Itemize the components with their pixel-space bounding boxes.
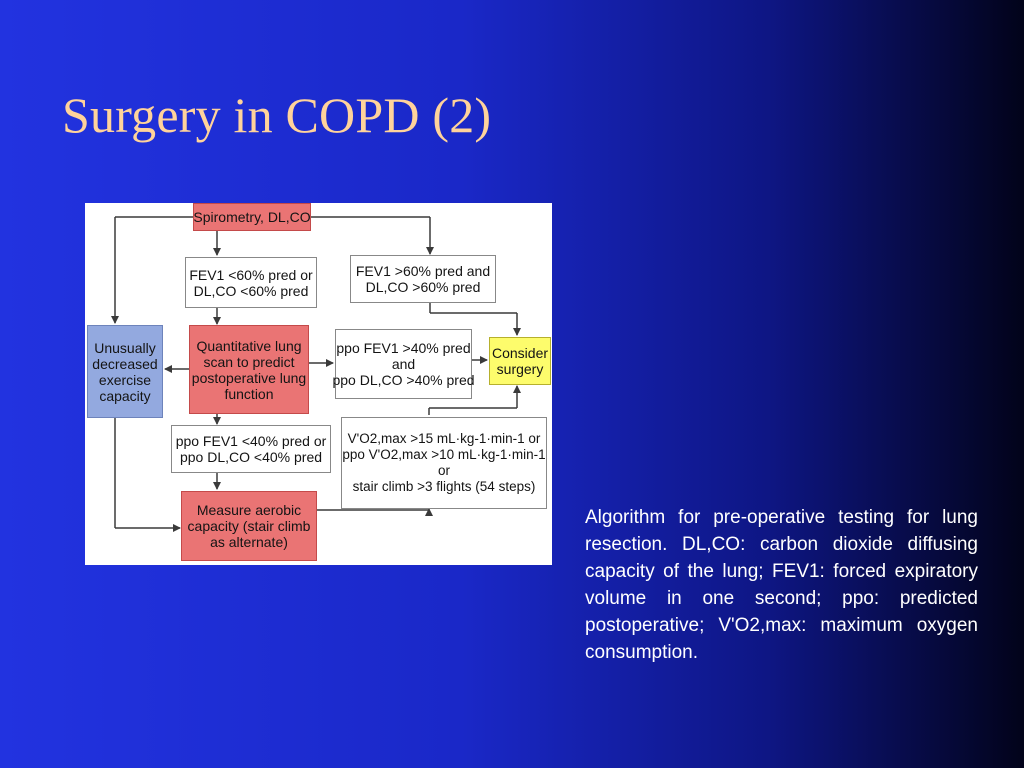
high-fev-box: FEV1 >60% pred and DL,CO >60% pred (350, 255, 496, 303)
vo2-line-1: V'O2,max >15 mL·kg-1·min-1 or (347, 431, 541, 446)
ppo-low-line-1: ppo FEV1 <40% pred or (175, 433, 327, 449)
unusual-line-4: capacity (99, 387, 151, 404)
lung-scan-line-3: postoperative lung (191, 369, 307, 386)
lung-scan-line-2: scan to predict (203, 353, 295, 370)
high-fev-line-2: DL,CO >60% pred (365, 279, 481, 295)
low-fev-line-1: FEV1 <60% pred or (189, 266, 313, 283)
unusual-line-2: decreased (92, 355, 158, 372)
high-fev-line-1: FEV1 >60% pred and (355, 263, 491, 279)
ppo-high-line-3: ppo DL,CO >40% pred (332, 372, 475, 388)
aerobic-line-2: capacity (stair climb (187, 518, 311, 534)
unusual-line-1: Unusually (94, 339, 156, 356)
consider-line-2: surgery (496, 361, 544, 377)
low-fev-box: FEV1 <60% pred or DL,CO <60% pred (185, 257, 317, 308)
ppo-low-box: ppo FEV1 <40% pred or ppo DL,CO <40% pre… (171, 425, 331, 473)
lung-scan-box: Quantitative lung scan to predict postop… (189, 325, 309, 414)
aerobic-line-3: as alternate) (210, 534, 288, 550)
lung-scan-line-1: Quantitative lung (196, 337, 302, 354)
ppo-high-line-2: and (391, 356, 416, 372)
spirometry-line-1: Spirometry, DL,CO (193, 209, 311, 225)
slide-title: Surgery in COPD (2) (62, 87, 492, 143)
aerobic-capacity-box: Measure aerobic capacity (stair climb as… (181, 491, 317, 561)
vo2-box: V'O2,max >15 mL·kg-1·min-1 or ppo V'O2,m… (341, 417, 547, 509)
aerobic-line-1: Measure aerobic (196, 502, 302, 518)
ppo-high-line-1: ppo FEV1 >40% pred (336, 340, 471, 356)
low-fev-line-2: DL,CO <60% pred (193, 282, 309, 299)
consider-surgery-box: Consider surgery (489, 337, 551, 385)
ppo-high-box: ppo FEV1 >40% pred and ppo DL,CO >40% pr… (332, 329, 475, 399)
consider-line-1: Consider (491, 345, 549, 361)
unusual-capacity-box: Unusually decreased exercise capacity (87, 325, 163, 418)
copd-surgery-flowchart: Spirometry, DL,CO FEV1 <60% pred or DL,C… (85, 203, 552, 565)
spirometry-box: Spirometry, DL,CO (193, 203, 311, 231)
vo2-line-3: or (437, 463, 450, 478)
ppo-low-line-2: ppo DL,CO <40% pred (179, 449, 323, 465)
lung-scan-line-4: function (224, 385, 274, 402)
unusual-line-3: exercise (98, 371, 152, 388)
figure-caption: Algorithm for pre-operative testing for … (585, 504, 978, 666)
caption-text: Algorithm for pre-operative testing for … (585, 507, 978, 663)
vo2-line-4: stair climb >3 flights (54 steps) (352, 479, 536, 494)
vo2-line-2: ppo V'O2,max >10 mL·kg-1·min-1 (342, 447, 546, 462)
